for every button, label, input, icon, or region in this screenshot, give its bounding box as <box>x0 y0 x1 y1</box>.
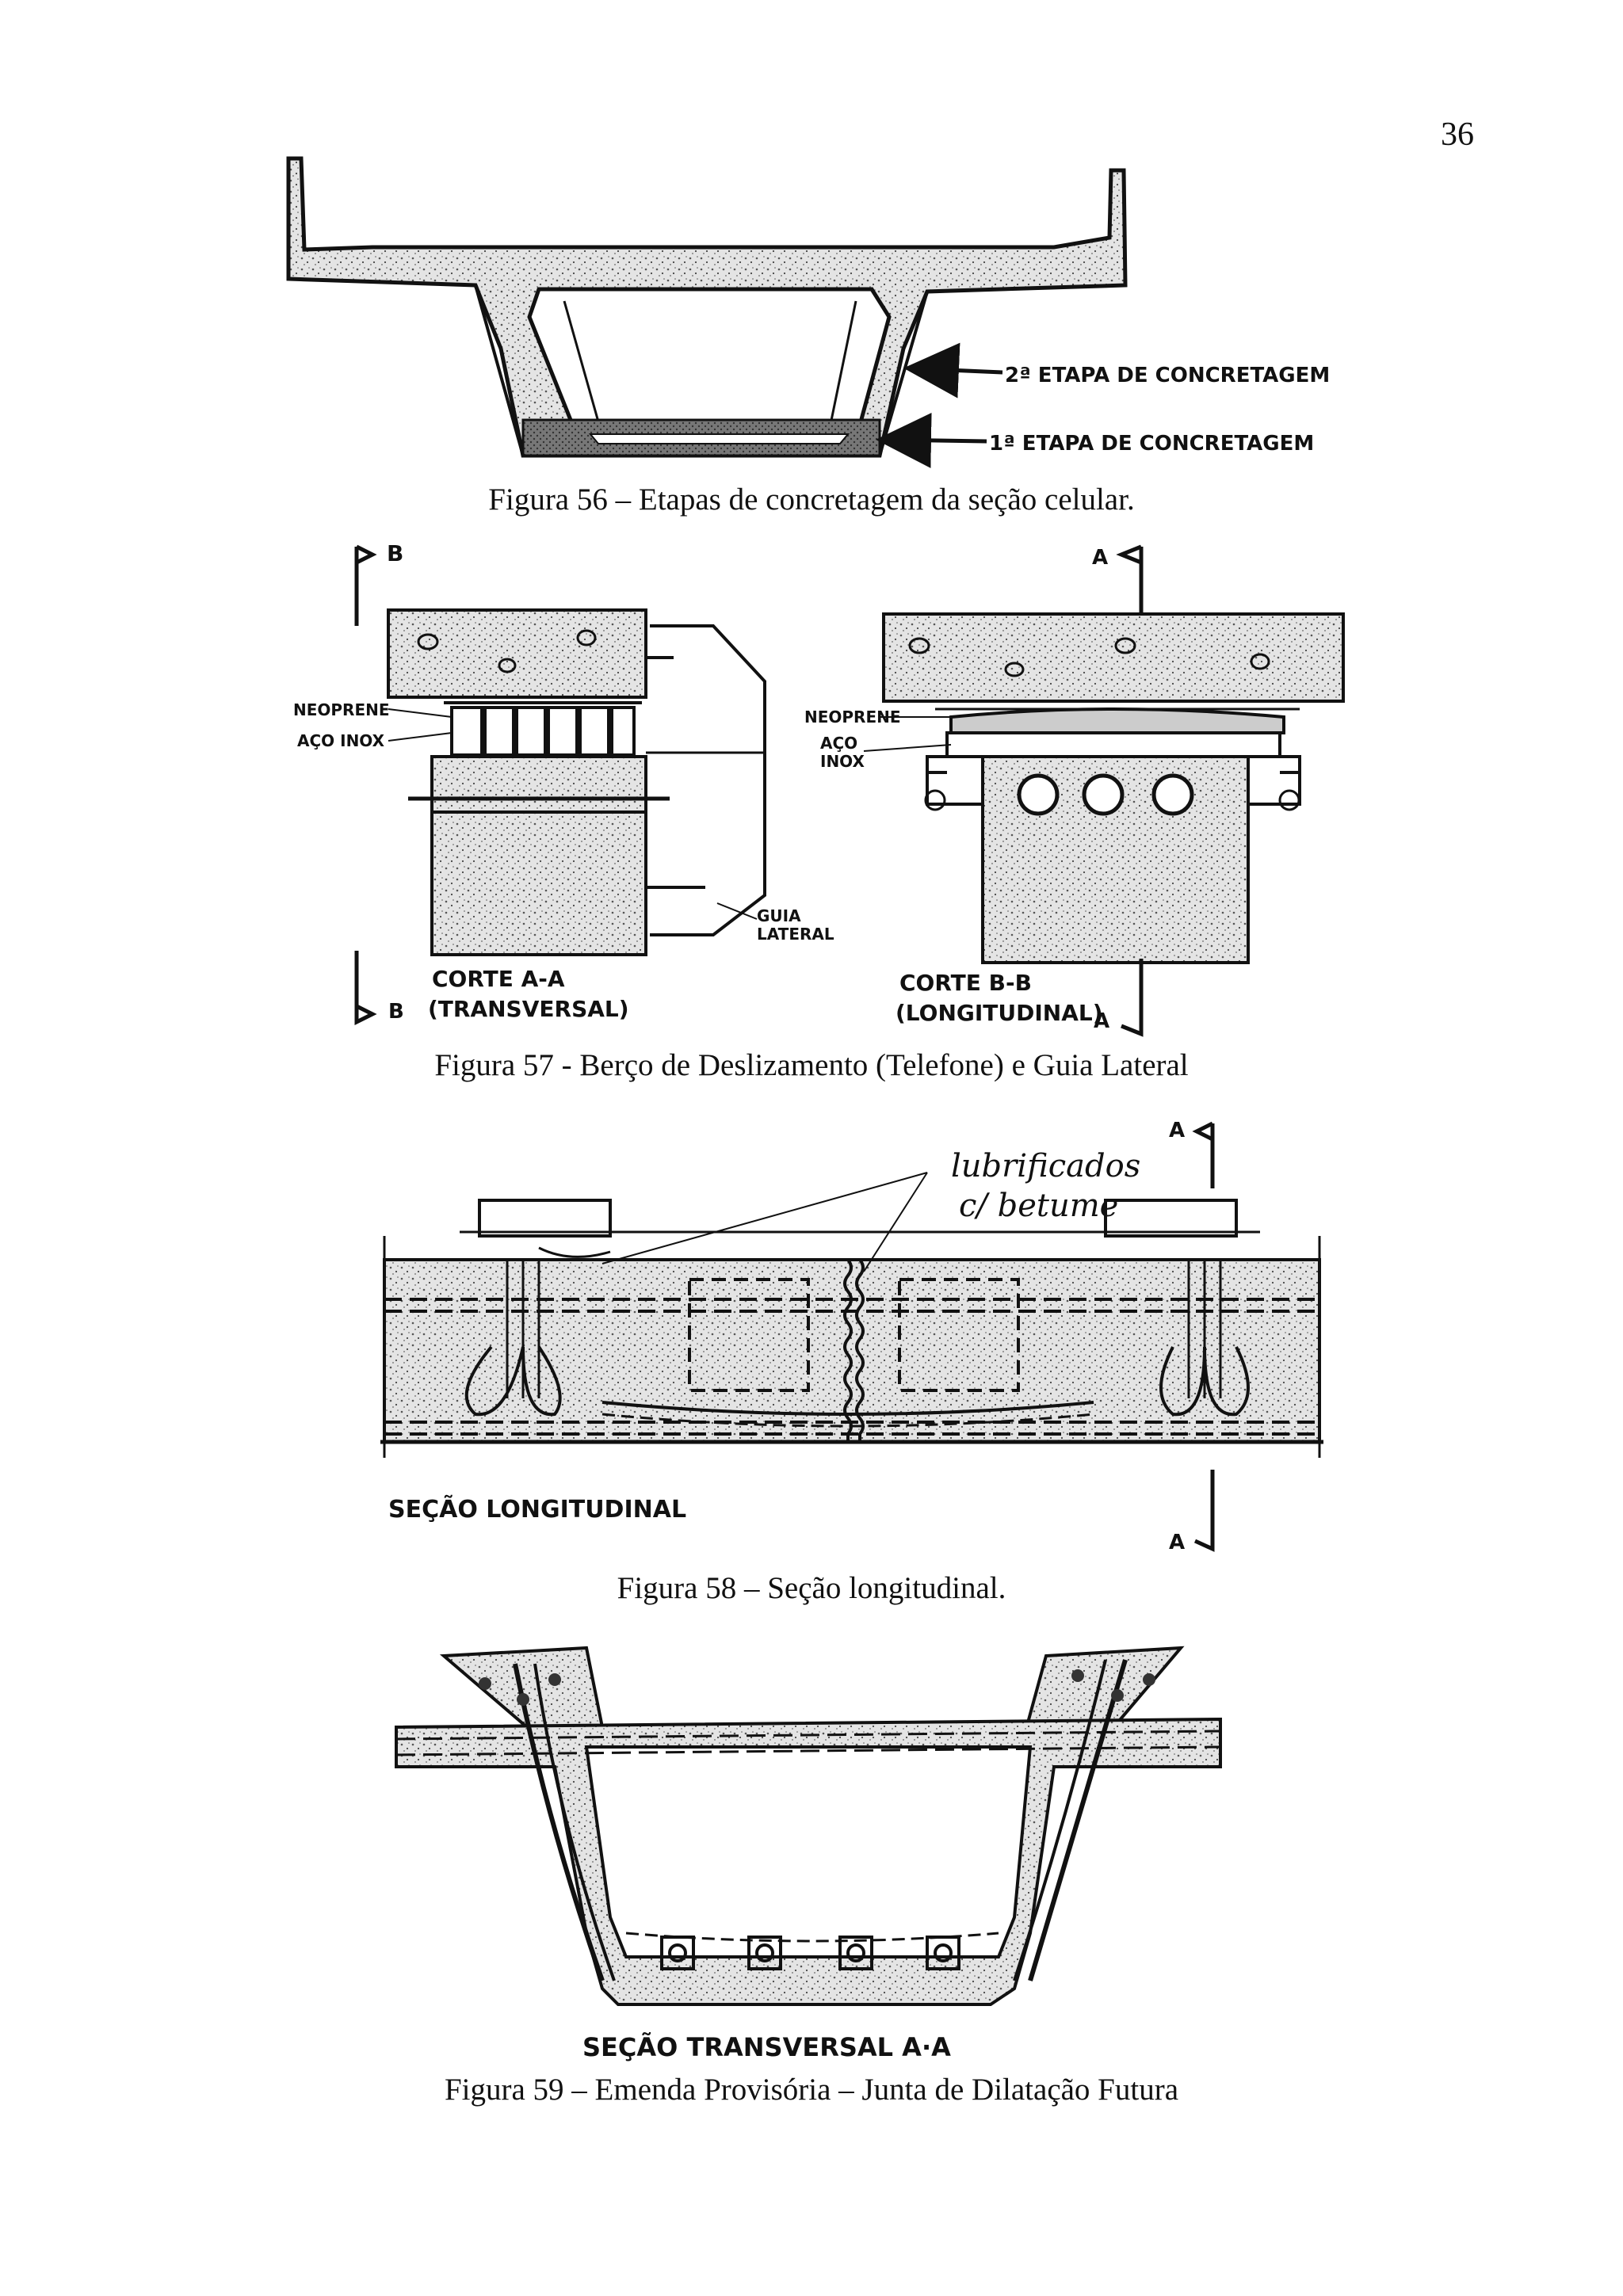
provisional-bolts-row <box>660 1936 960 1970</box>
label-guia: GUIA <box>757 906 801 925</box>
arrow-stage-2 <box>903 342 1003 399</box>
label-aco-right: AÇO <box>820 734 857 753</box>
box-girder-outline <box>286 156 1128 458</box>
caption-figure-56: Figura 56 – Etapas de concretagem da seç… <box>488 482 1135 517</box>
label-a-bottom-58: A <box>1169 1531 1185 1554</box>
longitudinal-section-body <box>380 1199 1323 1458</box>
label-lateral: LATERAL <box>757 925 834 944</box>
label-a-top-58: A <box>1169 1119 1185 1142</box>
label-stage-1: 1ª ETAPA DE CONCRETAGEM <box>989 432 1314 456</box>
section-arrow-a-top <box>1192 1121 1215 1188</box>
label-transversal: (TRANSVERSAL) <box>428 996 629 1022</box>
label-neoprene-left: NEOPRENE <box>293 700 390 719</box>
handwritten-lubrificados: lubrificados <box>951 1148 1140 1184</box>
label-secao-longitudinal: SEÇÃO LONGITUDINAL <box>388 1494 686 1524</box>
label-secao-transversal: SEÇÃO TRANSVERSAL A·A <box>582 2032 951 2062</box>
caption-figure-57: Figura 57 - Berço de Deslizamento (Telef… <box>434 1048 1189 1082</box>
label-corte-bb: CORTE B-B <box>899 970 1032 996</box>
handwritten-note: lubrificados c/ betume <box>601 1148 1140 1272</box>
section-arrow-a-bottom <box>1193 1470 1215 1552</box>
transverse-section-body <box>395 1646 1222 2006</box>
caption-figure-59: Figura 59 – Emenda Provisória – Junta de… <box>444 2073 1179 2107</box>
caption-figure-58: Figura 58 – Seção longitudinal. <box>617 1571 1006 1605</box>
label-corte-aa: CORTE A-A <box>432 966 565 992</box>
label-stage-2: 2ª ETAPA DE CONCRETAGEM <box>1005 364 1330 387</box>
section-aa-drawing: B B NEOPRENE AÇO INOX GUIA LATERAL CORTE… <box>293 540 834 1026</box>
label-a-top: A <box>1092 546 1108 570</box>
label-b-top: B <box>387 540 403 566</box>
section-bb-drawing: A A NEOPRENE AÇO INOX CORTE B-B (LONGITU… <box>804 544 1345 1037</box>
label-longitudinal: (LONGITUDINAL) <box>896 1000 1103 1026</box>
label-b-bottom: B <box>388 1000 404 1024</box>
label-inox-right: INOX <box>820 752 865 771</box>
label-neoprene-right: NEOPRENE <box>804 707 901 727</box>
label-aco-inox-left: AÇO INOX <box>297 731 385 750</box>
handwritten-betume: c/ betume <box>959 1188 1118 1224</box>
label-a-bottom: A <box>1094 1009 1109 1033</box>
arrow-stage-1 <box>876 412 987 468</box>
page-number: 36 <box>1441 116 1474 153</box>
